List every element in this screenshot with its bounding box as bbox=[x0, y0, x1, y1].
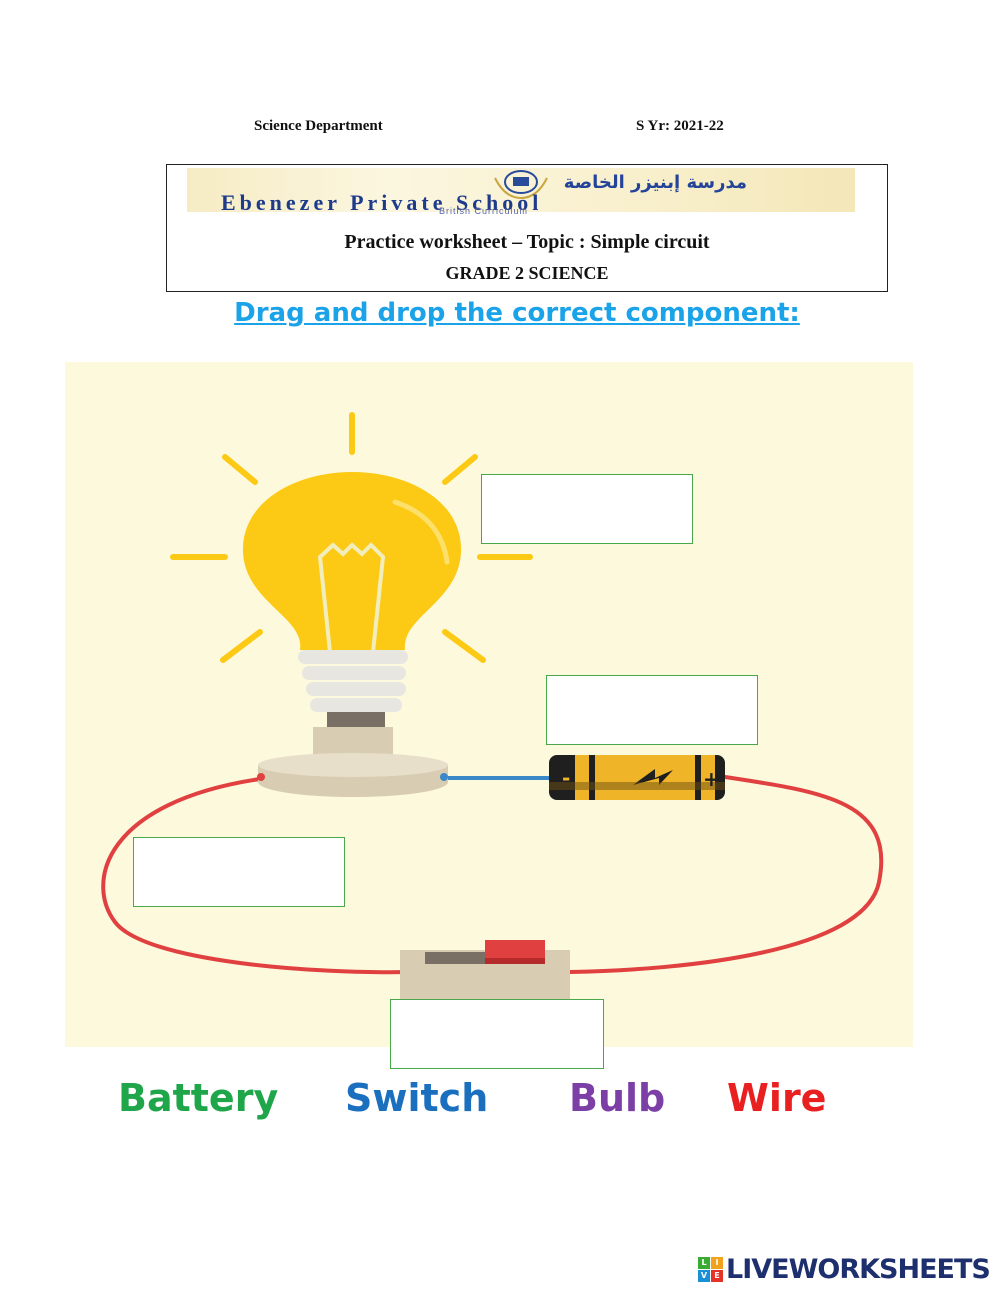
worksheet-title: Practice worksheet – Topic : Simple circ… bbox=[344, 231, 710, 253]
school-banner: مدرسة إبنيزر الخاصة Ebenezer Private Sch… bbox=[187, 168, 855, 216]
circuit-panel: - + bbox=[65, 362, 913, 1069]
mark-letter: V bbox=[698, 1269, 710, 1282]
school-year-label: S Yr: 2021-22 bbox=[636, 118, 724, 134]
liveworksheets-text: LIVEWORKSHEETS bbox=[726, 1253, 991, 1285]
word-wire[interactable]: Wire bbox=[727, 1076, 827, 1120]
bulb-filament bbox=[317, 542, 386, 653]
bulb-drop-box[interactable] bbox=[481, 474, 693, 544]
word-battery[interactable]: Battery bbox=[118, 1076, 279, 1120]
school-name-arabic: مدرسة إبنيزر الخاصة bbox=[563, 172, 747, 193]
bulb-base bbox=[257, 650, 448, 797]
circuit-diagram: - + bbox=[101, 412, 884, 1000]
word-switch[interactable]: Switch bbox=[345, 1076, 489, 1120]
liveworksheets-logo: L I V E LIVEWORKSHEETS bbox=[698, 1253, 991, 1285]
bulb-glass bbox=[242, 472, 462, 650]
wire-drop-box[interactable] bbox=[133, 837, 345, 907]
department-label: Science Department bbox=[254, 118, 383, 134]
word-bulb[interactable]: Bulb bbox=[569, 1076, 666, 1120]
wire bbox=[101, 775, 884, 975]
mark-letter: E bbox=[711, 1269, 723, 1282]
school-crest-icon bbox=[494, 170, 548, 200]
mark-letter: I bbox=[711, 1256, 723, 1269]
battery-icon bbox=[549, 755, 725, 800]
switch-icon bbox=[400, 940, 570, 1000]
mark-letter: L bbox=[698, 1256, 710, 1269]
curriculum-label: British Curriculum bbox=[439, 206, 529, 216]
battery-positive-sign: + bbox=[703, 767, 720, 791]
school-name: Ebenezer Private School bbox=[221, 190, 543, 215]
worksheet-header: مدرسة إبنيزر الخاصة Ebenezer Private Sch… bbox=[166, 164, 888, 292]
grade-label: GRADE 2 SCIENCE bbox=[445, 263, 609, 283]
battery-negative-sign: - bbox=[562, 766, 570, 790]
switch-drop-box[interactable] bbox=[390, 999, 604, 1069]
light-rays bbox=[170, 412, 533, 663]
battery-drop-box[interactable] bbox=[546, 675, 758, 745]
instruction-heading: Drag and drop the correct component: bbox=[234, 298, 800, 328]
liveworksheets-mark-icon: L I V E bbox=[698, 1256, 723, 1282]
